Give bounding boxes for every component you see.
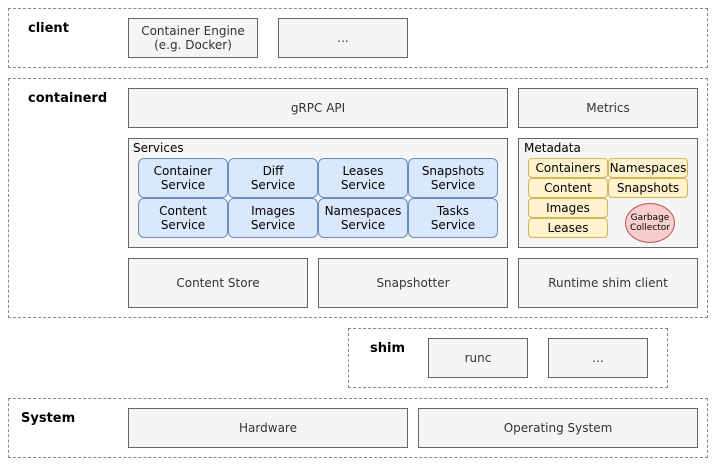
metadata-images: Images <box>528 198 608 218</box>
client-layer-title: client <box>28 21 69 36</box>
system-layer-title: System <box>21 411 76 426</box>
snapshotter-box: Snapshotter <box>318 258 508 308</box>
images-service: Images Service <box>228 198 318 238</box>
content-service: Content Service <box>138 198 228 238</box>
metadata-snapshots: Snapshots <box>608 178 688 198</box>
metadata-label: Metadata <box>524 141 581 155</box>
metadata-leases: Leases <box>528 218 608 238</box>
hardware-box: Hardware <box>128 408 408 448</box>
client-more-box: ... <box>278 18 408 58</box>
content-store-box: Content Store <box>128 258 308 308</box>
operating-system-box: Operating System <box>418 408 698 448</box>
tasks-service: Tasks Service <box>408 198 498 238</box>
containerd-layer-title: containerd <box>28 91 108 106</box>
runc-box: runc <box>428 338 528 378</box>
metadata-namespaces: Namespaces <box>608 158 688 178</box>
shim-layer-title: shim <box>370 341 405 356</box>
shim-more-box: ... <box>548 338 648 378</box>
services-label: Services <box>133 141 184 155</box>
leases-service: Leases Service <box>318 158 408 198</box>
metrics-box: Metrics <box>518 88 698 128</box>
grpc-api-box: gRPC API <box>128 88 508 128</box>
metadata-content: Content <box>528 178 608 198</box>
runtime-shim-client-box: Runtime shim client <box>518 258 698 308</box>
container-service: Container Service <box>138 158 228 198</box>
metadata-containers: Containers <box>528 158 608 178</box>
namespaces-service: Namespaces Service <box>318 198 408 238</box>
garbage-collector: Garbage Collector <box>625 203 675 243</box>
snapshots-service: Snapshots Service <box>408 158 498 198</box>
container-engine-box: Container Engine (e.g. Docker) <box>128 18 258 58</box>
diff-service: Diff Service <box>228 158 318 198</box>
